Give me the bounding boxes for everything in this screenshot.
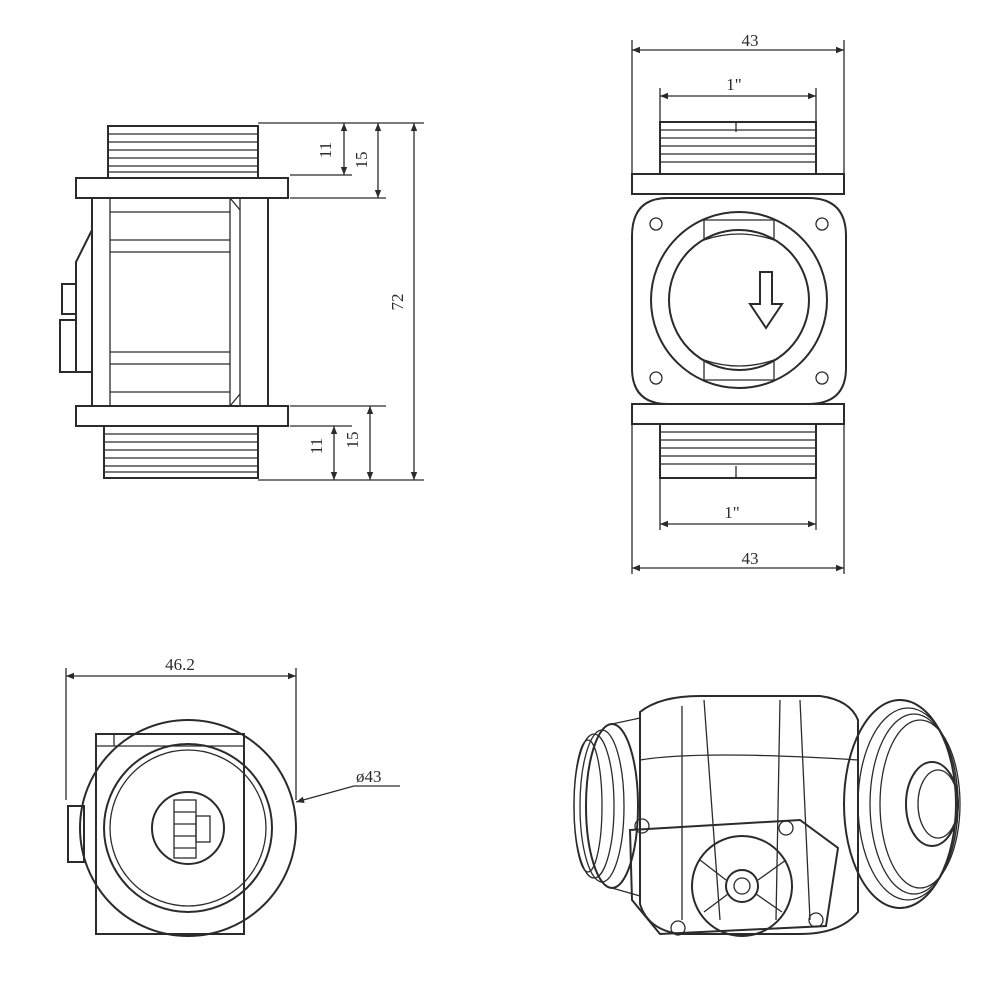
dim-thread-long: 15 — [352, 152, 371, 169]
dim-bottom-thread: 1" — [724, 503, 739, 522]
bottom-thread — [103, 425, 259, 479]
dim-bottom-width: 43 — [742, 549, 759, 568]
top-flange — [631, 173, 845, 195]
dim-overall-height: 72 — [388, 294, 407, 311]
top-thread — [107, 125, 259, 179]
dim-diameter: ø43 — [356, 767, 382, 786]
dim-thread-short-bottom: 11 — [307, 438, 326, 454]
dim-top-width: 43 — [742, 31, 759, 50]
front-view: 43 1" 1" 43 — [631, 31, 847, 574]
right-thread — [843, 699, 961, 909]
end-view: 46.2 ø43 — [65, 655, 400, 937]
bottom-flange — [75, 405, 289, 427]
top-thread — [659, 121, 817, 175]
dim-thread-short: 11 — [316, 142, 335, 158]
dim-thread-long-bottom: 15 — [343, 432, 362, 449]
body-face — [631, 197, 847, 405]
left-thread — [573, 717, 641, 897]
isometric-view — [573, 695, 961, 937]
bottom-thread — [659, 423, 817, 479]
leader-line-diameter — [295, 785, 400, 803]
body — [59, 197, 269, 407]
dim-top-thread: 1" — [726, 75, 741, 94]
front-flange — [628, 818, 840, 937]
side-view: 11 15 72 11 15 — [59, 122, 424, 481]
bottom-flange — [631, 403, 845, 425]
dim-overall-width: 46.2 — [165, 655, 195, 674]
body — [639, 695, 859, 935]
flow-arrow-icon — [748, 271, 784, 330]
top-flange — [75, 177, 289, 199]
rotor — [173, 799, 211, 859]
